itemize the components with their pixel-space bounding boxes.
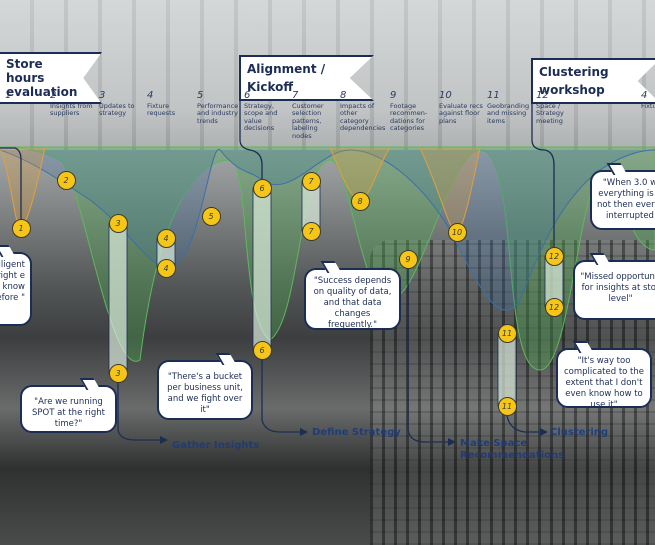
step-marker: 2 bbox=[56, 170, 76, 190]
step-marker: 7 bbox=[301, 221, 321, 241]
blue-curve bbox=[0, 149, 655, 311]
phase-clustering: Clustering bbox=[550, 427, 609, 438]
step-marker: 8 bbox=[350, 191, 370, 211]
quote-bubble: "Missed opportunit for insights at stor … bbox=[573, 260, 655, 320]
flag-store-hours: Store hours evaluation bbox=[0, 52, 102, 104]
step-marker: 6 bbox=[252, 340, 272, 360]
step-1: 1 bbox=[5, 90, 12, 101]
step-marker: 11 bbox=[497, 323, 517, 343]
step-marker: 11 bbox=[497, 396, 517, 416]
step-marker: 10 bbox=[447, 222, 467, 242]
step-marker: 4 bbox=[156, 228, 176, 248]
quote-bubble: elligent right e know efore " bbox=[0, 252, 32, 326]
step-marker: 7 bbox=[301, 171, 321, 191]
quote-bubble: "When 3.0 w everything is g not then eve… bbox=[590, 170, 655, 230]
step-marker: 4 bbox=[156, 258, 176, 278]
phase-make-space: Make Space Recommendations bbox=[460, 438, 565, 461]
step-marker: 3 bbox=[108, 213, 128, 233]
green-band bbox=[0, 146, 655, 371]
flag-clustering-workshop: Clustering workshop bbox=[531, 58, 655, 104]
step-marker: 12 bbox=[544, 297, 564, 317]
quote-bubble: "It's way too complicated to the extent … bbox=[556, 348, 652, 410]
flag-alignment-kickoff: Alignment / Kickoff bbox=[239, 55, 374, 101]
step-marker: 6 bbox=[252, 178, 272, 198]
step-marker: 3 bbox=[108, 363, 128, 383]
quote-bubble: "Success depends on quality of data, and… bbox=[304, 268, 401, 330]
step-marker: 12 bbox=[544, 246, 564, 266]
quote-bubble: "There's a bucket per business unit, and… bbox=[157, 360, 253, 420]
phase-define-strategy: Define Strategy bbox=[312, 427, 401, 438]
step-marker: 1 bbox=[11, 218, 31, 238]
step-marker: 9 bbox=[398, 249, 418, 269]
phase-gather-insights: Gather Insights bbox=[172, 440, 260, 451]
quote-bubble: "Are we running SPOT at the right time?" bbox=[20, 385, 117, 433]
step-marker: 5 bbox=[201, 206, 221, 226]
